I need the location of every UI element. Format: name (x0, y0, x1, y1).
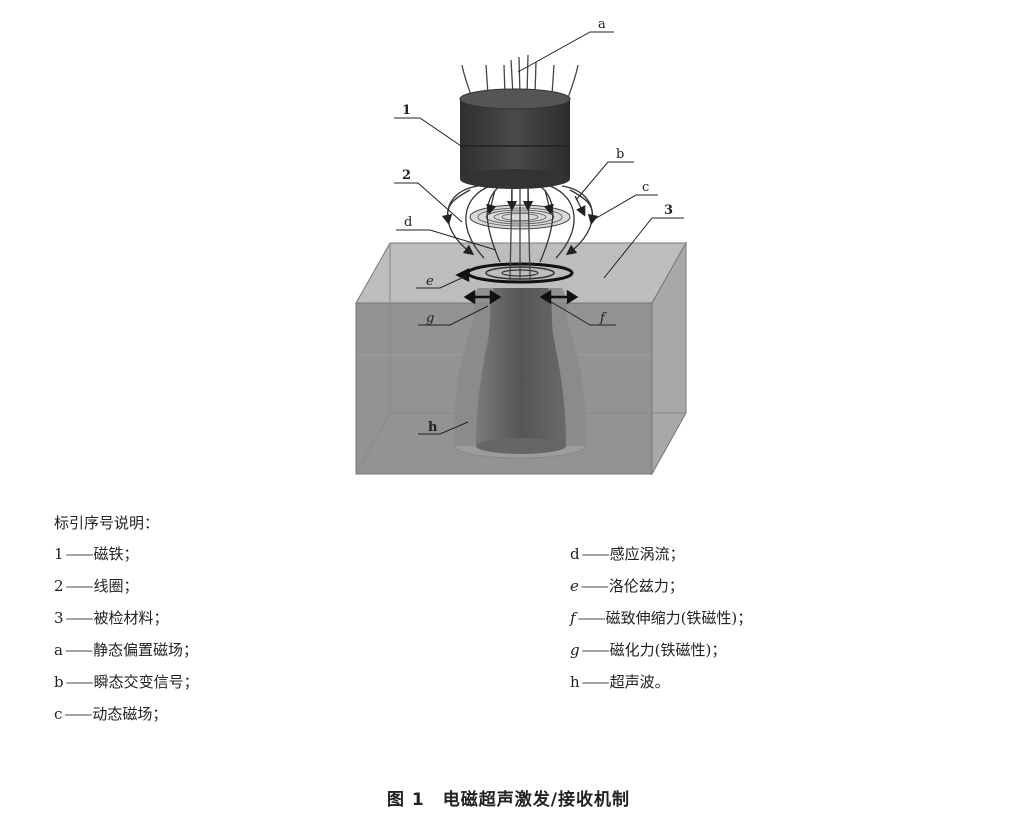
legend-text: 超声波。 (609, 673, 670, 691)
legend-item-2: 2——线圈； (54, 576, 199, 608)
legend-item-e: e——洛伦兹力； (570, 576, 752, 608)
legend-text: 洛伦兹力； (608, 577, 684, 595)
legend-key: 3 (54, 609, 64, 627)
legend-item-d: d——感应涡流； (570, 544, 752, 576)
dynamic-field-loops (441, 185, 599, 263)
legend-text: 瞬态交变信号； (93, 673, 199, 691)
legend-item-f: f——磁致伸缩力(铁磁性)； (570, 608, 752, 640)
callout-label-e: e (426, 274, 434, 289)
callout-label-2: 2 (402, 168, 411, 183)
legend-item-g: g——磁化力(铁磁性)； (570, 640, 752, 672)
magnet (459, 88, 571, 189)
legend-dash: —— (580, 577, 609, 595)
legend-dash: —— (581, 641, 610, 659)
legend-dash: —— (65, 577, 94, 595)
callout-label-b: b (616, 147, 624, 162)
legend-dash: —— (581, 673, 610, 691)
legend-key: 2 (54, 577, 64, 595)
legend-dash: —— (577, 609, 606, 627)
legend-dash: —— (65, 673, 94, 691)
callout-label-d: d (404, 215, 412, 230)
figure-caption: 图 1 电磁超声激发/接收机制 (387, 790, 630, 810)
legend-text: 磁铁； (93, 545, 139, 563)
callout-label-f: f (599, 311, 607, 326)
legend-item-c: c——动态磁场； (54, 704, 199, 736)
legend-dash: —— (64, 705, 92, 723)
legend-key: a (54, 641, 63, 659)
callout-label-1: 1 (402, 103, 411, 118)
force-arrows (455, 267, 579, 305)
callout-label-g: g (426, 311, 434, 326)
legend-left-column: 1——磁铁；2——线圈；3——被检材料；a——静态偏置磁场；b——瞬态交变信号；… (54, 544, 199, 736)
legend-item-b: b——瞬态交变信号； (54, 672, 199, 704)
legend-key: f (570, 609, 576, 627)
legend-item-1: 1——磁铁； (54, 544, 199, 576)
legend-key: e (570, 577, 579, 595)
legend-item-a: a——静态偏置磁场； (54, 640, 199, 672)
legend-text: 被检材料； (93, 609, 169, 627)
legend-item-h: h——超声波。 (570, 672, 752, 704)
legend-text: 磁致伸缩力(铁磁性)； (605, 609, 753, 627)
legend-text: 线圈； (93, 577, 139, 595)
legend-key: h (570, 673, 580, 691)
legend-dash: —— (65, 545, 94, 563)
callout-leaders (394, 31, 684, 435)
callout-label-h: h (428, 420, 438, 435)
legend-key: b (54, 673, 64, 691)
legend-key: 1 (54, 545, 64, 563)
emat-diagram: a 1 b 2 c 3 d e g f h (355, 17, 687, 476)
legend-key: d (570, 545, 580, 563)
legend-text: 磁化力(铁磁性)； (609, 641, 727, 659)
legend-text: 动态磁场； (92, 705, 168, 723)
legend-key: c (54, 705, 63, 723)
callout-label-c: c (642, 180, 649, 195)
callout-label-3: 3 (664, 203, 673, 218)
legend-dash: —— (64, 641, 93, 659)
ultrasonic-wave (453, 288, 587, 459)
legend-dash: —— (581, 545, 610, 563)
callout-label-a: a (598, 17, 606, 32)
legend-right-column: d——感应涡流；e——洛伦兹力；f——磁致伸缩力(铁磁性)；g——磁化力(铁磁性… (570, 544, 752, 704)
legend-item-3: 3——被检材料； (54, 608, 199, 640)
legend-dash: —— (65, 609, 94, 627)
legend-text: 静态偏置磁场； (92, 641, 198, 659)
legend-key: g (570, 641, 580, 659)
legend-text: 感应涡流； (609, 545, 685, 563)
legend-heading: 标引序号说明： (54, 514, 160, 532)
